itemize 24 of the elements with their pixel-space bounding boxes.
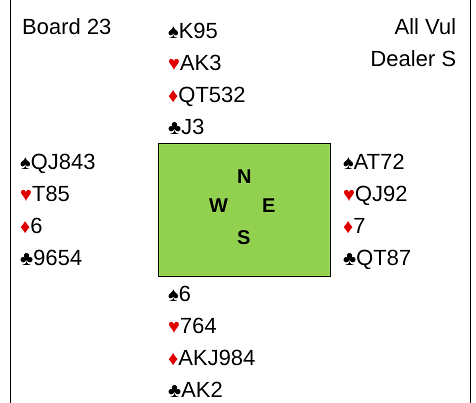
east-hand-line: ♣QT87	[343, 245, 412, 272]
north-hand-line: ♦QT532	[168, 82, 246, 109]
north-hand-line: ♠K95	[168, 18, 218, 45]
east-hand-line: ♥QJ92	[343, 181, 408, 208]
board-number: Board 23	[22, 14, 112, 40]
table-square	[158, 143, 331, 277]
compass-letter: E	[262, 195, 276, 217]
vulnerability-text: All Vul	[394, 14, 456, 40]
compass-letter: N	[237, 166, 252, 188]
compass-letter: W	[209, 195, 228, 217]
west-hand-line: ♦6	[20, 213, 42, 240]
west-hand-line: ♠QJ843	[20, 149, 96, 176]
north-hand-line: ♣J3	[168, 114, 204, 141]
north-hand-line: ♥AK3	[168, 50, 222, 77]
east-hand-line: ♦7	[343, 213, 366, 240]
west-hand-line: ♣9654	[20, 245, 82, 272]
south-hand-line: ♣AK2	[168, 377, 223, 403]
compass-letter: S	[237, 227, 250, 249]
dealer-text: Dealer S	[370, 46, 456, 72]
south-hand-line: ♥764	[168, 313, 217, 340]
west-hand-line: ♥T85	[20, 181, 70, 208]
south-hand-line: ♠6	[168, 281, 191, 308]
south-hand-line: ♦AKJ984	[168, 345, 256, 372]
east-hand-line: ♠AT72	[343, 149, 405, 176]
